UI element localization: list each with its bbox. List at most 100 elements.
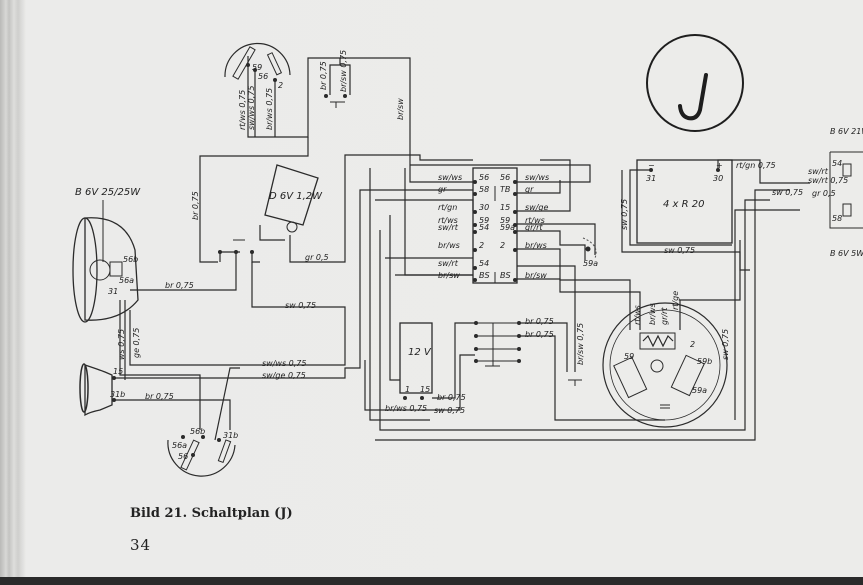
wire-label: sw/rt [808, 167, 829, 176]
wire-label: gr/rt [525, 223, 543, 232]
wire-label: br/sw [438, 271, 460, 280]
terminal-label: 54 [479, 259, 489, 268]
wire-label: sw 0,75 [772, 188, 803, 197]
terminal-56b: 56b [190, 427, 205, 436]
wire-label: sw 0,75 [285, 301, 316, 310]
regulator: 12 V 1 15 br/ws 0,75 br 0,75 sw 0,75 [385, 322, 466, 415]
magneto: rt/ws br/ws gr/rt rt/ge 59 2 59b 59a sw … [602, 291, 730, 428]
speedometer-lamp: D 6V 1,2W br 0,75 gr 0,5 [191, 164, 329, 262]
terminal-dot [513, 180, 517, 184]
wire-label: rt/ws [525, 216, 545, 225]
wire-label: gr 0,5 [812, 189, 836, 198]
terminal-label: 56 [479, 173, 489, 182]
wire-label: br/ws [438, 241, 460, 250]
wire-label: sw 0,75 [434, 406, 465, 415]
wire-label: br/sw 0,75 [576, 323, 585, 365]
terminal-30: 30 [713, 174, 723, 183]
wire-label: rt/ge [671, 291, 680, 310]
terminal-56b: 56b [123, 255, 138, 264]
wire-label: br 0,75 [191, 191, 200, 220]
wire-label: rt/gn [438, 203, 457, 212]
plus-sign: + [716, 161, 723, 170]
terminal-label: 58 [479, 185, 489, 194]
terminal-label: 2 [479, 241, 484, 250]
wires [115, 56, 810, 441]
terminal-dot [513, 192, 517, 196]
wire-label: rt/ws 0,75 [238, 90, 247, 130]
terminal-dot [473, 230, 477, 234]
wire-label: rt/ws [438, 216, 458, 225]
wire-label: br/sw [396, 98, 405, 120]
terminal-59: 59 [252, 63, 262, 72]
terminal-31: 31 [108, 287, 118, 296]
terminal-label: 30 [479, 203, 489, 212]
terminal-59a: 59a [583, 259, 598, 268]
wire-label: sw/ws 0,75 [262, 359, 306, 368]
terminal-2: 2 [690, 340, 695, 349]
terminal-59a: 59a [692, 386, 707, 395]
terminal-label: 56 [500, 173, 510, 182]
brake-switch: br 0,75 br/sw 0,75 br/sw [319, 50, 405, 120]
wire-label: sw/ws [525, 173, 549, 182]
terminal-15: 15 [420, 385, 430, 394]
terminal-58: 58 [832, 214, 842, 223]
battery-label: 4 x R 20 [663, 199, 705, 210]
terminal-54: 54 [832, 159, 842, 168]
wire-label: sw/ws [438, 173, 462, 182]
speedo-lamp-label: D 6V 1,2W [269, 191, 323, 202]
wire-label: sw/rt [438, 259, 459, 268]
wire-label: br/ws 0,75 [385, 404, 427, 413]
terminal-56a: 56a [172, 441, 187, 450]
headlamp: B 6V 25/25W 56b 56a 31 br 0,75 sw 0,75 w… [72, 187, 316, 360]
terminal-31: 31 [646, 174, 656, 183]
tail-lamp: B 6V 21W B 6V 5W sw/rt sw/rt 0,75 gr 0,5… [808, 127, 863, 258]
terminal-dot [473, 180, 477, 184]
terminal-label: 2 [500, 241, 505, 250]
ground-junction: br 0,75 br 0,75 br/sw 0,75 [474, 317, 585, 386]
wire-label: sw/ge [525, 203, 548, 212]
page-edge-shadow [0, 577, 863, 585]
wire-label: rt/ws [633, 305, 642, 325]
terminal-2: 2 [278, 81, 283, 90]
wire-label: br/ws [525, 241, 547, 250]
wire-label: rt/gn 0,75 [736, 161, 776, 170]
terminal-59a-external: 59a [582, 237, 598, 268]
terminal-dot [473, 192, 477, 196]
wire-label: br/ws 0,75 [265, 88, 274, 130]
wire-label: ge 0,75 [132, 328, 141, 358]
wire-label: br/ws [648, 303, 657, 325]
terminal-dot [473, 210, 477, 214]
wire-label: sw/rt 0,75 [808, 176, 848, 185]
wire-label: br/sw [525, 271, 547, 280]
wire-label: br 0,75 [319, 61, 328, 90]
terminal-dot [513, 210, 517, 214]
terminal-56: 56 [258, 72, 268, 81]
tail-lamp-bottom-label: B 6V 5W [830, 249, 863, 258]
dimmer-switch: 56a 56b 56 31b [167, 427, 238, 477]
wire-label: gr [438, 185, 447, 194]
wire-label: sw 0,75 [664, 246, 695, 255]
wire-label: br 0,75 [437, 393, 466, 402]
terminal-dot [473, 248, 477, 252]
wire-label: gr [525, 185, 534, 194]
terminal-dot [473, 278, 477, 282]
wire-label: br 0,75 [525, 317, 554, 326]
wire-label: br 0,75 [145, 392, 174, 401]
wire-label: ws 0,75 [117, 329, 126, 360]
wire-label: br 0,75 [165, 281, 194, 290]
terminal-dot [513, 223, 517, 227]
terminal-31b: 31b [110, 390, 125, 399]
terminal-dot [473, 223, 477, 227]
wire-label: sw/ge 0,75 [262, 371, 306, 380]
regulator-label: 12 V [408, 347, 432, 358]
terminal-label: BS [479, 271, 490, 280]
terminal-label: BS [500, 271, 511, 280]
wire-label: br 0,75 [525, 330, 554, 339]
minus-sign: − [648, 161, 655, 170]
terminal-dot [513, 278, 517, 282]
wire-label: sw 0,75 [620, 199, 629, 230]
wire-label: br/sw 0,75 [339, 50, 348, 92]
